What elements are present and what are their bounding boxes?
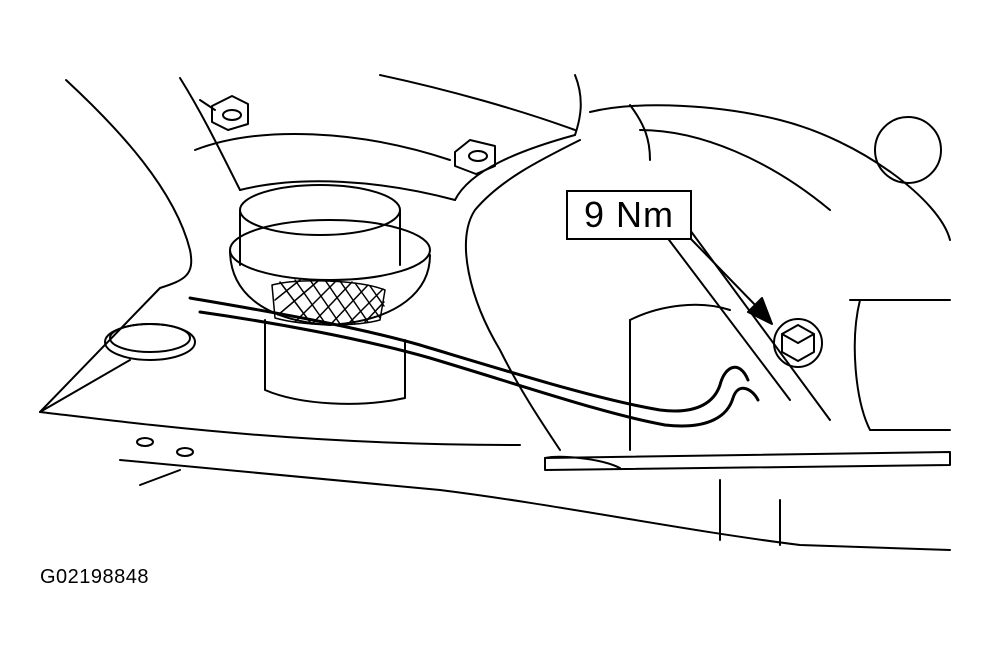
left-body-panel <box>39 74 582 413</box>
leader-arrow <box>689 237 773 325</box>
filler-ring <box>104 323 196 361</box>
diagonal-brace <box>659 227 831 421</box>
floor-panel <box>39 359 951 551</box>
crossmember <box>194 133 576 201</box>
bracket-strip <box>544 451 951 471</box>
torque-spec-label: 9 Nm <box>566 190 692 240</box>
access-hole <box>874 116 942 184</box>
fuel-tank-body <box>464 104 951 451</box>
mesh-filter <box>271 279 386 326</box>
figure-id: G02198848 <box>40 566 150 588</box>
fuel-hose <box>188 296 760 428</box>
mount-insulator <box>229 184 431 405</box>
bolt-icon <box>773 318 823 368</box>
mounting-tab-right <box>454 139 496 175</box>
mounting-tab-left <box>211 95 249 131</box>
